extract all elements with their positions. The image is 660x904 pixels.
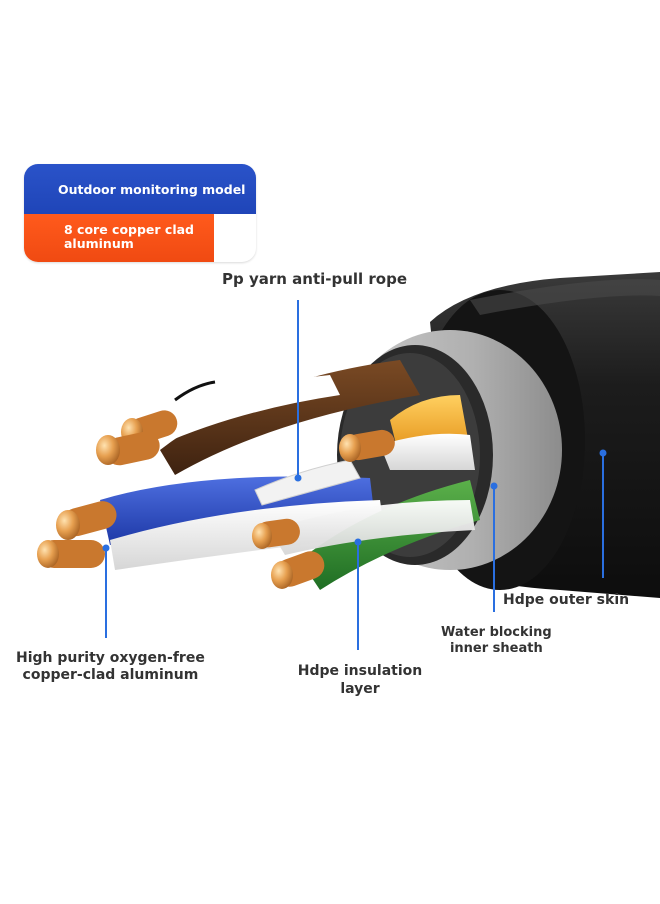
pp-rope — [254, 459, 361, 506]
badge-core-text: 8 core copper clad aluminum — [24, 214, 214, 262]
label-insulation-line1: Hdpe insulation — [297, 663, 423, 679]
label-water-blocking-line1: Water blocking — [441, 625, 552, 640]
leader-dot-outer-skin — [599, 449, 607, 457]
brown-wire-pair — [150, 360, 420, 475]
model-badge: Outdoor monitoring model 8 core copper c… — [24, 164, 256, 262]
leader-lines — [102, 300, 607, 650]
green-wire-pair — [270, 480, 480, 590]
orange-wire-pair — [380, 395, 475, 470]
label-pp-rope: Pp yarn anti-pull rope — [222, 270, 408, 288]
leader-dot-water-blocking — [490, 482, 498, 490]
leader-dot-pp-rope — [294, 474, 302, 482]
label-insulation: Hdpe insulation layer — [286, 662, 434, 698]
label-high-purity: High purity oxygen-free copper-clad alum… — [16, 650, 205, 684]
label-water-blocking: Water blocking inner sheath — [441, 625, 552, 657]
leader-dot-high-purity — [102, 544, 110, 552]
label-high-purity-line2: copper-clad aluminum — [22, 667, 199, 683]
badge-model-text: Outdoor monitoring model — [24, 164, 256, 214]
label-high-purity-line1: High purity oxygen-free — [16, 650, 205, 666]
copper-conductors — [37, 410, 395, 589]
label-outer-skin: Hdpe outer skin — [503, 592, 630, 608]
label-water-blocking-line2: inner sheath — [449, 641, 543, 656]
label-insulation-line2: layer — [340, 681, 380, 697]
leader-dot-insulation — [354, 538, 362, 546]
